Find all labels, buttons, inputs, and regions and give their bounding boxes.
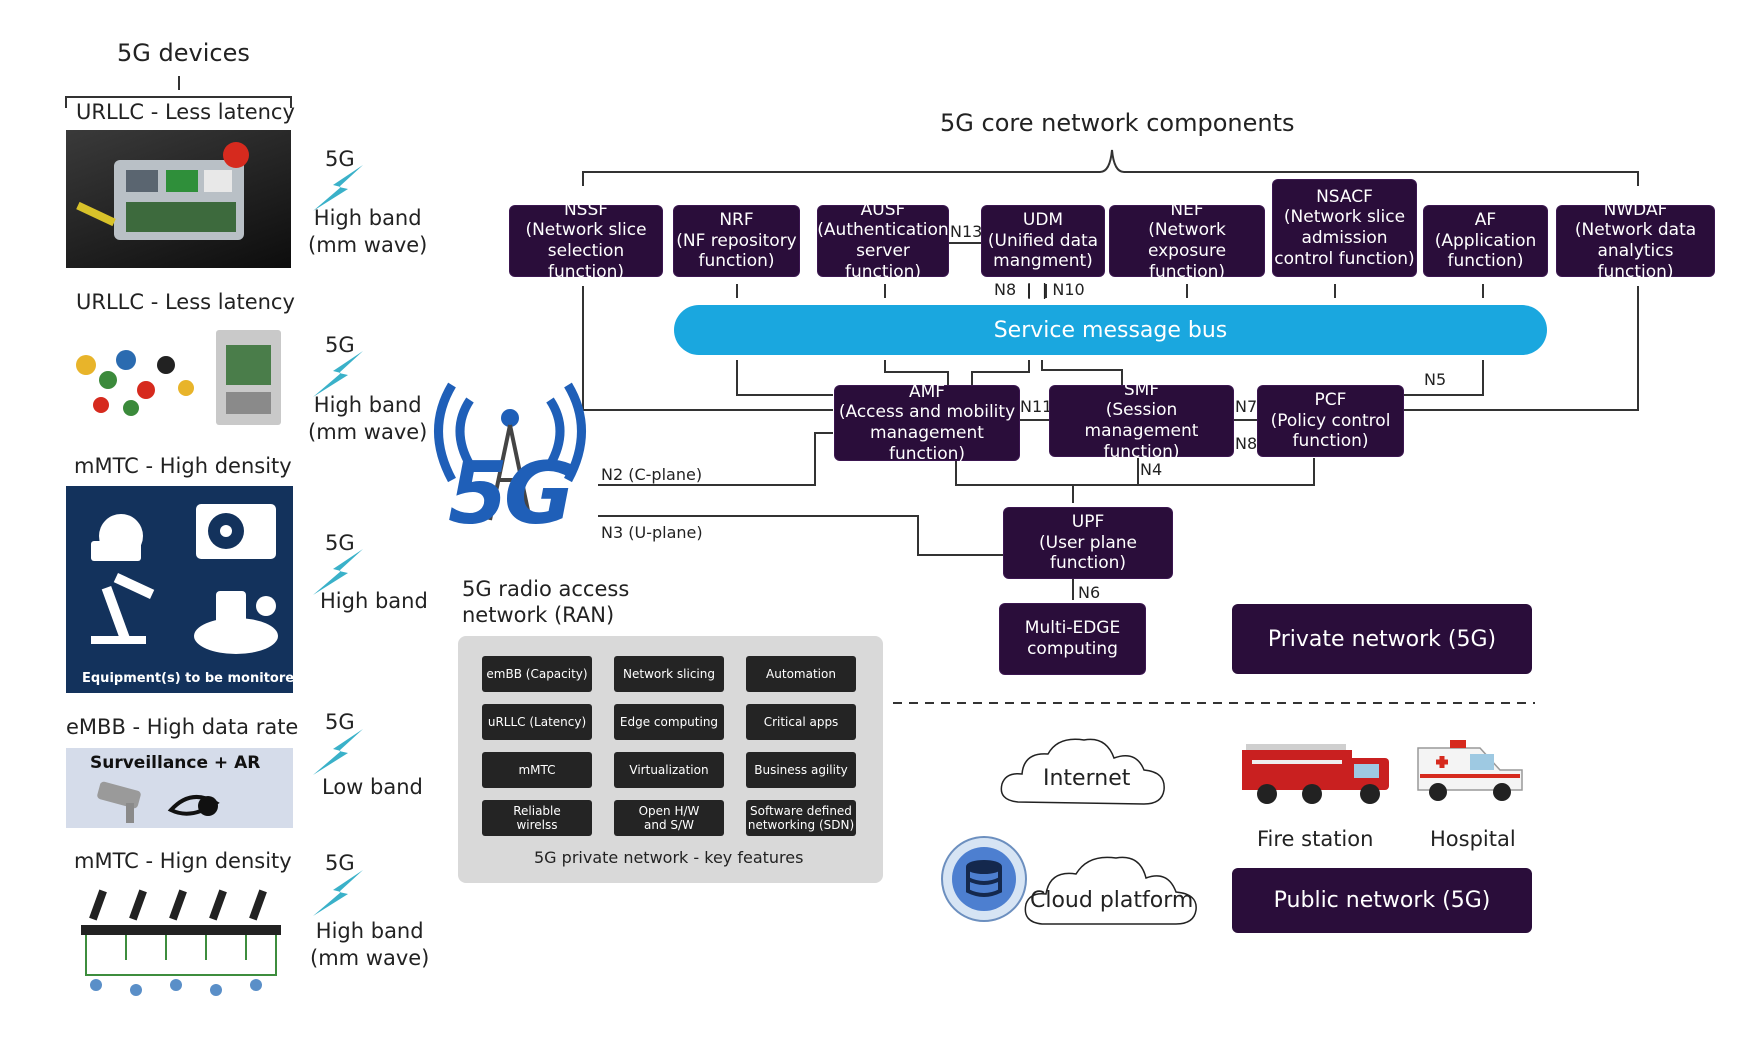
feature-open-hw-sw: Open H/W and S/W: [614, 800, 724, 836]
industrial-sensors-image: [66, 320, 291, 428]
feature-critical-apps: Critical apps: [746, 704, 856, 740]
nf-nsacf: NSACF(Network slice admission control fu…: [1273, 180, 1416, 276]
interface-n11: N11: [1020, 397, 1053, 416]
key-features-caption: 5G private network - key features: [534, 848, 804, 867]
interface-n7: N7: [1235, 397, 1258, 416]
feature-automation: Automation: [746, 656, 856, 692]
interface-n6: N6: [1078, 583, 1101, 602]
devices-title: 5G devices: [117, 39, 250, 67]
nf-af: AF(Application function): [1424, 206, 1547, 276]
control-panel-image: [66, 130, 291, 268]
nf-nwdaf: NWDAF(Network data analytics function): [1557, 200, 1714, 282]
wireless-bolt-icon: [308, 727, 368, 781]
nf-ausf-label: AUSF(Authentication server function): [817, 199, 949, 282]
interface-n8: N8: [1235, 434, 1258, 453]
device-category-1: URLLC - Less latency: [76, 100, 295, 124]
sensor-network-image: [66, 880, 293, 1005]
nf-smf: SMF(Session management function): [1050, 380, 1233, 462]
device-category-4: eMBB - High data rate: [66, 715, 299, 739]
internet-label: Internet: [1043, 766, 1131, 791]
nf-amf-label: AMF(Access and mobility management funct…: [838, 381, 1016, 464]
band-5g-label-5: 5G: [325, 851, 355, 875]
nf-upf: UPF(User plane function): [1004, 508, 1172, 578]
fire-truck-icon: [1232, 738, 1397, 806]
nf-nwdaf-label: NWDAF(Network data analytics function): [1574, 199, 1697, 282]
core-title: 5G core network components: [940, 109, 1295, 137]
band-5g-label-4: 5G: [325, 710, 355, 734]
nf-nef: NEF(Network exposure function): [1110, 200, 1264, 282]
interface-n8-n10: N8 | | N10: [994, 280, 1085, 299]
nf-udm-label: UDM(Unified data mangment): [987, 209, 1099, 272]
nf-nef-label: NEF(Network exposure function): [1147, 199, 1227, 282]
cloud-platform-label: Cloud platform: [1030, 888, 1194, 913]
service-message-bus: Service message bus: [674, 305, 1547, 355]
band-label-4: Low band: [322, 775, 423, 799]
nf-upf-label: UPF(User plane function): [1039, 511, 1137, 574]
band-label-3: High band: [320, 589, 428, 613]
5g-logo-text: 5G: [448, 444, 574, 544]
equipment-monitor-image: Equipment(s) to be monitored: [66, 486, 293, 693]
band-label-2: High band (mm wave): [308, 393, 428, 445]
band-label-5: High band (mm wave): [310, 919, 430, 971]
hospital-label: Hospital: [1430, 827, 1516, 851]
public-network-box: Public network (5G): [1232, 868, 1532, 933]
interface-n4: N4: [1140, 460, 1163, 479]
interface-n5: N5: [1424, 370, 1447, 389]
device-category-3: mMTC - High density: [74, 454, 292, 478]
feature-sdn: Software defined networking (SDN): [746, 800, 856, 836]
nf-af-label: AF(Application function): [1434, 209, 1537, 272]
surveillance-ar-image: Surveillance + AR: [66, 748, 293, 828]
nf-nsacf-label: NSACF(Network slice admission control fu…: [1274, 186, 1415, 269]
feature-virtualization: Virtualization: [614, 752, 724, 788]
interface-n13: N13: [950, 222, 983, 241]
feature-mmtc: mMTC: [482, 752, 592, 788]
feature-urllc: uRLLC (Latency): [482, 704, 592, 740]
nf-smf-label: SMF(Session management function): [1084, 379, 1199, 462]
device-category-2: URLLC - Less latency: [76, 290, 295, 314]
feature-business-agility: Business agility: [746, 752, 856, 788]
nf-udm: UDM(Unified data mangment): [982, 206, 1104, 276]
ambulance-icon: [1410, 730, 1530, 808]
band-label-1: High band (mm wave): [308, 206, 428, 258]
feature-reliable-wireless: Reliable wirelss: [482, 800, 592, 836]
band-5g-label-3: 5G: [325, 531, 355, 555]
feature-edge-computing: Edge computing: [614, 704, 724, 740]
nf-amf: AMF(Access and mobility management funct…: [835, 382, 1019, 464]
multi-edge-computing: Multi-EDGE computing: [1000, 604, 1145, 674]
wireless-bolt-icon: [308, 868, 368, 922]
interface-n2: N2 (C-plane): [601, 465, 703, 484]
cloud-platform-icon: Cloud platform: [1020, 848, 1200, 930]
internet-cloud-icon: Internet: [996, 732, 1171, 817]
device-category-5: mMTC - Hign density: [74, 849, 292, 873]
nf-nssf-label: NSSF(Network slice selection function): [525, 199, 647, 282]
key-features-panel: emBB (Capacity) Network slicing Automati…: [458, 636, 883, 883]
fire-station-label: Fire station: [1257, 827, 1374, 851]
nf-pcf: PCF(Policy control function): [1258, 386, 1403, 456]
ran-title: 5G radio access network (RAN): [462, 577, 630, 628]
5g-tower-logo: 5G: [430, 370, 600, 550]
band-5g-label-1: 5G: [325, 147, 355, 171]
private-network-box: Private network (5G): [1232, 604, 1532, 674]
nf-pcf-label: PCF(Policy control function): [1270, 389, 1391, 452]
nf-ausf: AUSF(Authentication server function): [817, 200, 948, 282]
multi-edge-label: Multi-EDGE computing: [1024, 618, 1121, 659]
surveillance-caption: Surveillance + AR: [90, 753, 261, 773]
feature-embb: emBB (Capacity): [482, 656, 592, 692]
nf-nssf: NSSF(Network slice selection function): [510, 200, 662, 282]
nf-nrf-label: NRF(NF repository function): [676, 209, 797, 272]
band-5g-label-2: 5G: [325, 333, 355, 357]
nf-nrf: NRF(NF repository function): [674, 206, 799, 276]
interface-n3: N3 (U-plane): [601, 523, 703, 542]
equipment-caption: Equipment(s) to be monitored: [82, 671, 293, 686]
feature-network-slicing: Network slicing: [614, 656, 724, 692]
database-icon: [940, 835, 1028, 923]
